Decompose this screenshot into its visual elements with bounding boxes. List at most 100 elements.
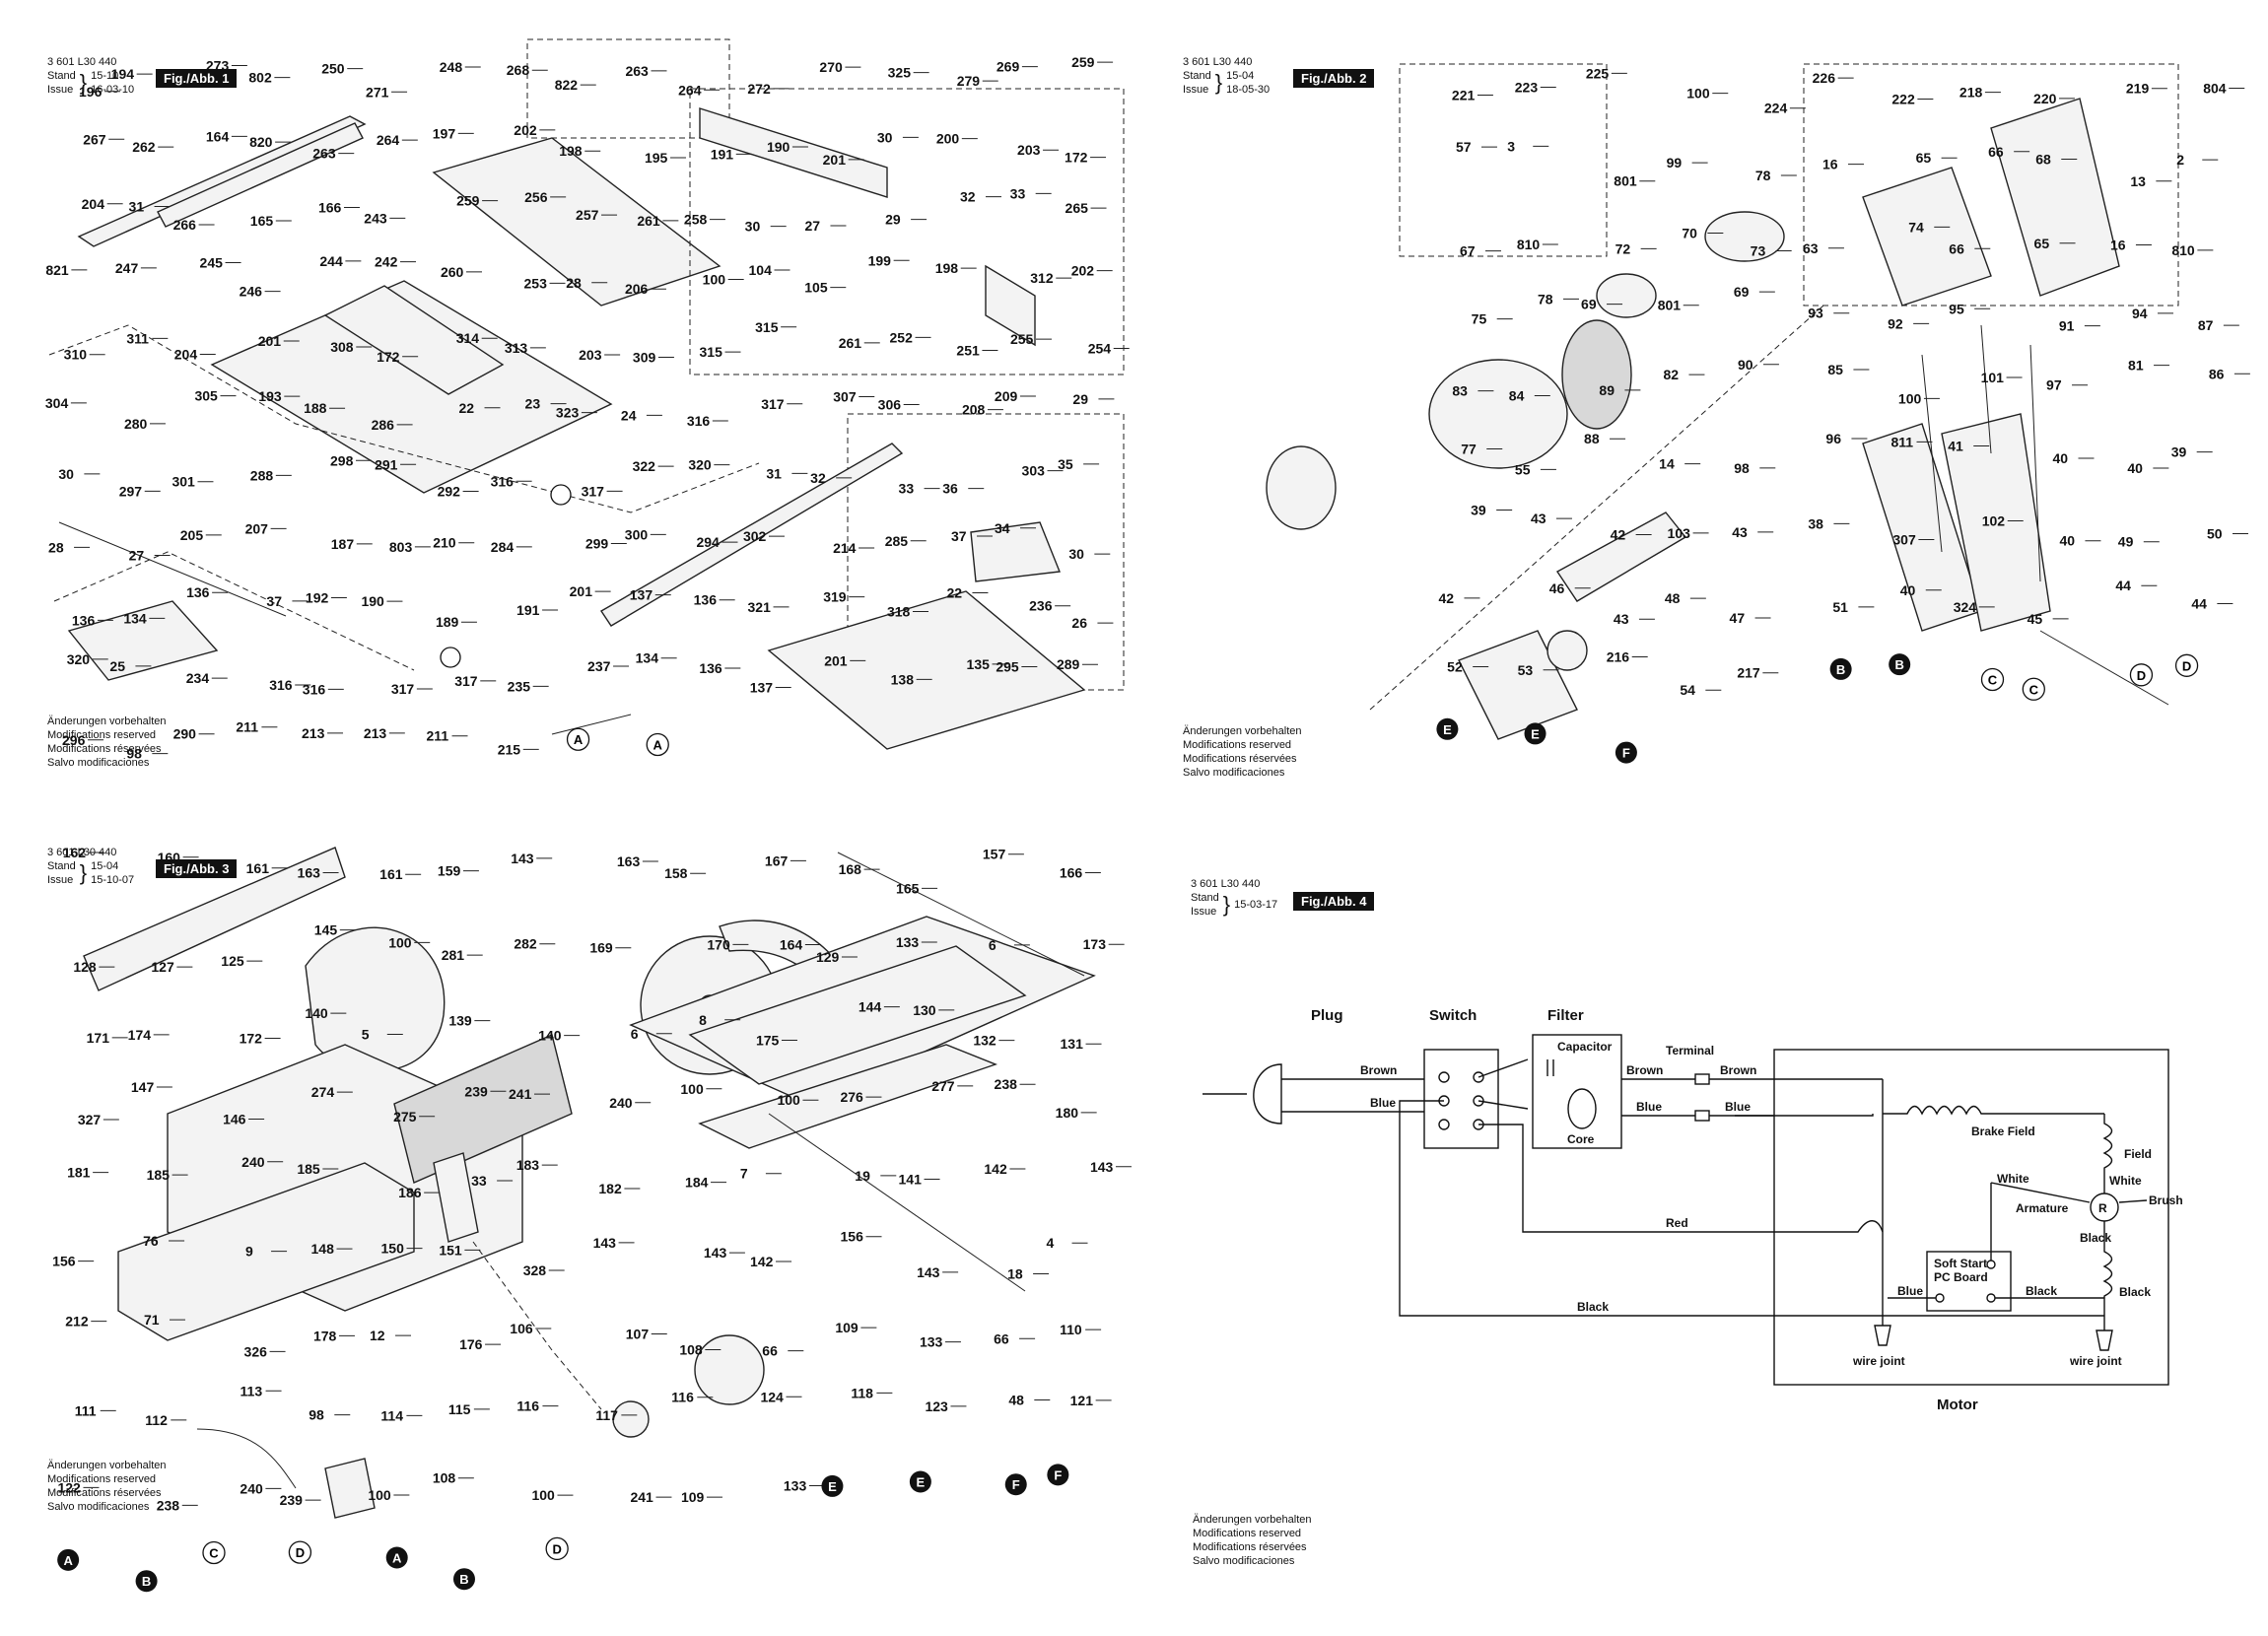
part-number-label: 201 [570, 583, 593, 599]
part-number-label: 811 [1890, 434, 1913, 449]
part-number-label: 96 [1825, 431, 1841, 446]
part-number-label: 235 [508, 678, 531, 694]
part-number-label: 47 [1730, 610, 1746, 626]
part-number-label: 282 [514, 936, 537, 952]
part-box-178 [324, 1458, 376, 1519]
part-number-label: 192 [306, 590, 329, 606]
part-number-label: 314 [456, 330, 480, 346]
part-number-label: 196 [79, 84, 103, 100]
part-number-label: 66 [994, 1330, 1009, 1346]
note-fr: Modifications réservées [1193, 1541, 1307, 1553]
part-number-label: 27 [804, 218, 820, 234]
filter-box [1532, 1034, 1622, 1149]
part-number-label: 36 [942, 481, 958, 497]
part-number-label: 325 [888, 65, 912, 81]
group-box-803 [847, 413, 1125, 691]
part-number-label: 89 [1599, 382, 1615, 398]
part-number-label: 294 [696, 534, 720, 550]
part-number-label: 33 [899, 481, 915, 497]
part-number-label: 240 [241, 1154, 265, 1170]
part-number-label: 250 [321, 61, 345, 77]
wire-label-blue: Blue [1636, 1100, 1662, 1114]
part-latch-4 [433, 1152, 479, 1243]
softstart-label: Soft Start [1934, 1257, 1987, 1270]
part-number-label: 131 [1061, 1036, 1084, 1052]
wire-label-blue: Blue [1370, 1096, 1396, 1110]
part-number-label: 91 [2059, 318, 2075, 334]
part-number-label: 65 [2034, 236, 2050, 251]
part-motor-housing-801 [1428, 359, 1568, 469]
part-number-label: 145 [314, 922, 338, 938]
part-number-label: 125 [221, 953, 244, 969]
part-handwheel-118 [694, 1334, 765, 1405]
part-number-label: 265 [1065, 200, 1089, 216]
doc-number: 3 601 L30 440 [47, 56, 117, 68]
note-en: Modifications reserved [47, 1473, 157, 1485]
part-number-label: 66 [762, 1343, 778, 1359]
part-number-label: 57 [1456, 139, 1472, 155]
part-number-label: 213 [302, 725, 325, 741]
part-number-label: 6 [631, 1026, 639, 1042]
part-number-label: 144 [859, 999, 882, 1015]
part-number-label: 151 [439, 1242, 462, 1258]
part-number-label: 137 [750, 680, 774, 696]
part-number-label: 194 [111, 66, 135, 82]
part-extension-234 [67, 600, 219, 681]
part-number-label: 7 [740, 1166, 748, 1182]
part-arbor-bracket-129 [393, 1034, 573, 1184]
part-number-label: 172 [377, 349, 400, 365]
wire-red [1478, 1124, 1884, 1233]
part-number-label: 186 [398, 1185, 422, 1200]
issue-value: 15-10-07 [91, 874, 135, 886]
part-number-label: 102 [1982, 513, 2006, 529]
wire-black [1399, 1100, 2104, 1317]
part-number-label: 204 [82, 196, 105, 212]
part-number-label: 296 [62, 732, 86, 748]
construction-line [53, 551, 415, 671]
part-number-label: 206 [625, 281, 649, 297]
part-number-label: 247 [115, 260, 139, 276]
part-number-label: 207 [245, 520, 269, 536]
part-number-label: 168 [839, 861, 862, 877]
part-number-label: 166 [318, 199, 342, 215]
part-number-label: 257 [576, 207, 599, 223]
part-number-label: 170 [707, 936, 730, 952]
part-knob-114 [612, 1400, 650, 1438]
part-number-label: 71 [144, 1312, 160, 1328]
part-number-label: 286 [372, 417, 395, 433]
reference-letter: C [2029, 682, 2039, 697]
part-number-label: 139 [448, 1013, 472, 1029]
board-terminal [1986, 1260, 1996, 1269]
note-fr: Modifications réservées [47, 743, 162, 755]
part-number-label: 183 [516, 1157, 540, 1173]
part-number-label: 75 [1472, 311, 1487, 327]
part-number-label: 136 [186, 584, 210, 600]
part-number-label: 253 [524, 275, 548, 291]
part-number-label: 163 [617, 853, 641, 869]
part-frame-inner [688, 945, 1027, 1085]
part-number-label: 164 [780, 936, 803, 952]
part-fan-cover-73 [1266, 445, 1337, 530]
construction-line [1369, 305, 1824, 711]
part-number-label: 171 [87, 1030, 110, 1046]
note-es: Salvo modificaciones [1193, 1555, 1295, 1567]
part-number-label: 218 [1959, 85, 1983, 101]
part-number-label: 321 [748, 599, 772, 615]
part-number-label: 821 [45, 262, 69, 278]
part-number-label: 301 [172, 474, 195, 490]
part-number-label: 109 [835, 1320, 859, 1335]
part-number-label: 110 [1060, 1322, 1082, 1337]
reference-letter: D [2137, 668, 2146, 683]
part-number-label: 189 [436, 614, 459, 630]
part-number-label: 51 [1832, 599, 1848, 615]
reference-letter: B [142, 1574, 151, 1589]
reference-circle-b [135, 1570, 158, 1593]
reference-circle-e [1524, 722, 1546, 745]
part-lever-85 [1555, 511, 1687, 602]
part-number-label: 307 [1892, 532, 1916, 548]
part-number-label: 264 [377, 132, 400, 148]
part-number-label: 803 [389, 539, 413, 555]
reference-letter: A [392, 1550, 402, 1565]
part-tray-182 [698, 1044, 998, 1149]
